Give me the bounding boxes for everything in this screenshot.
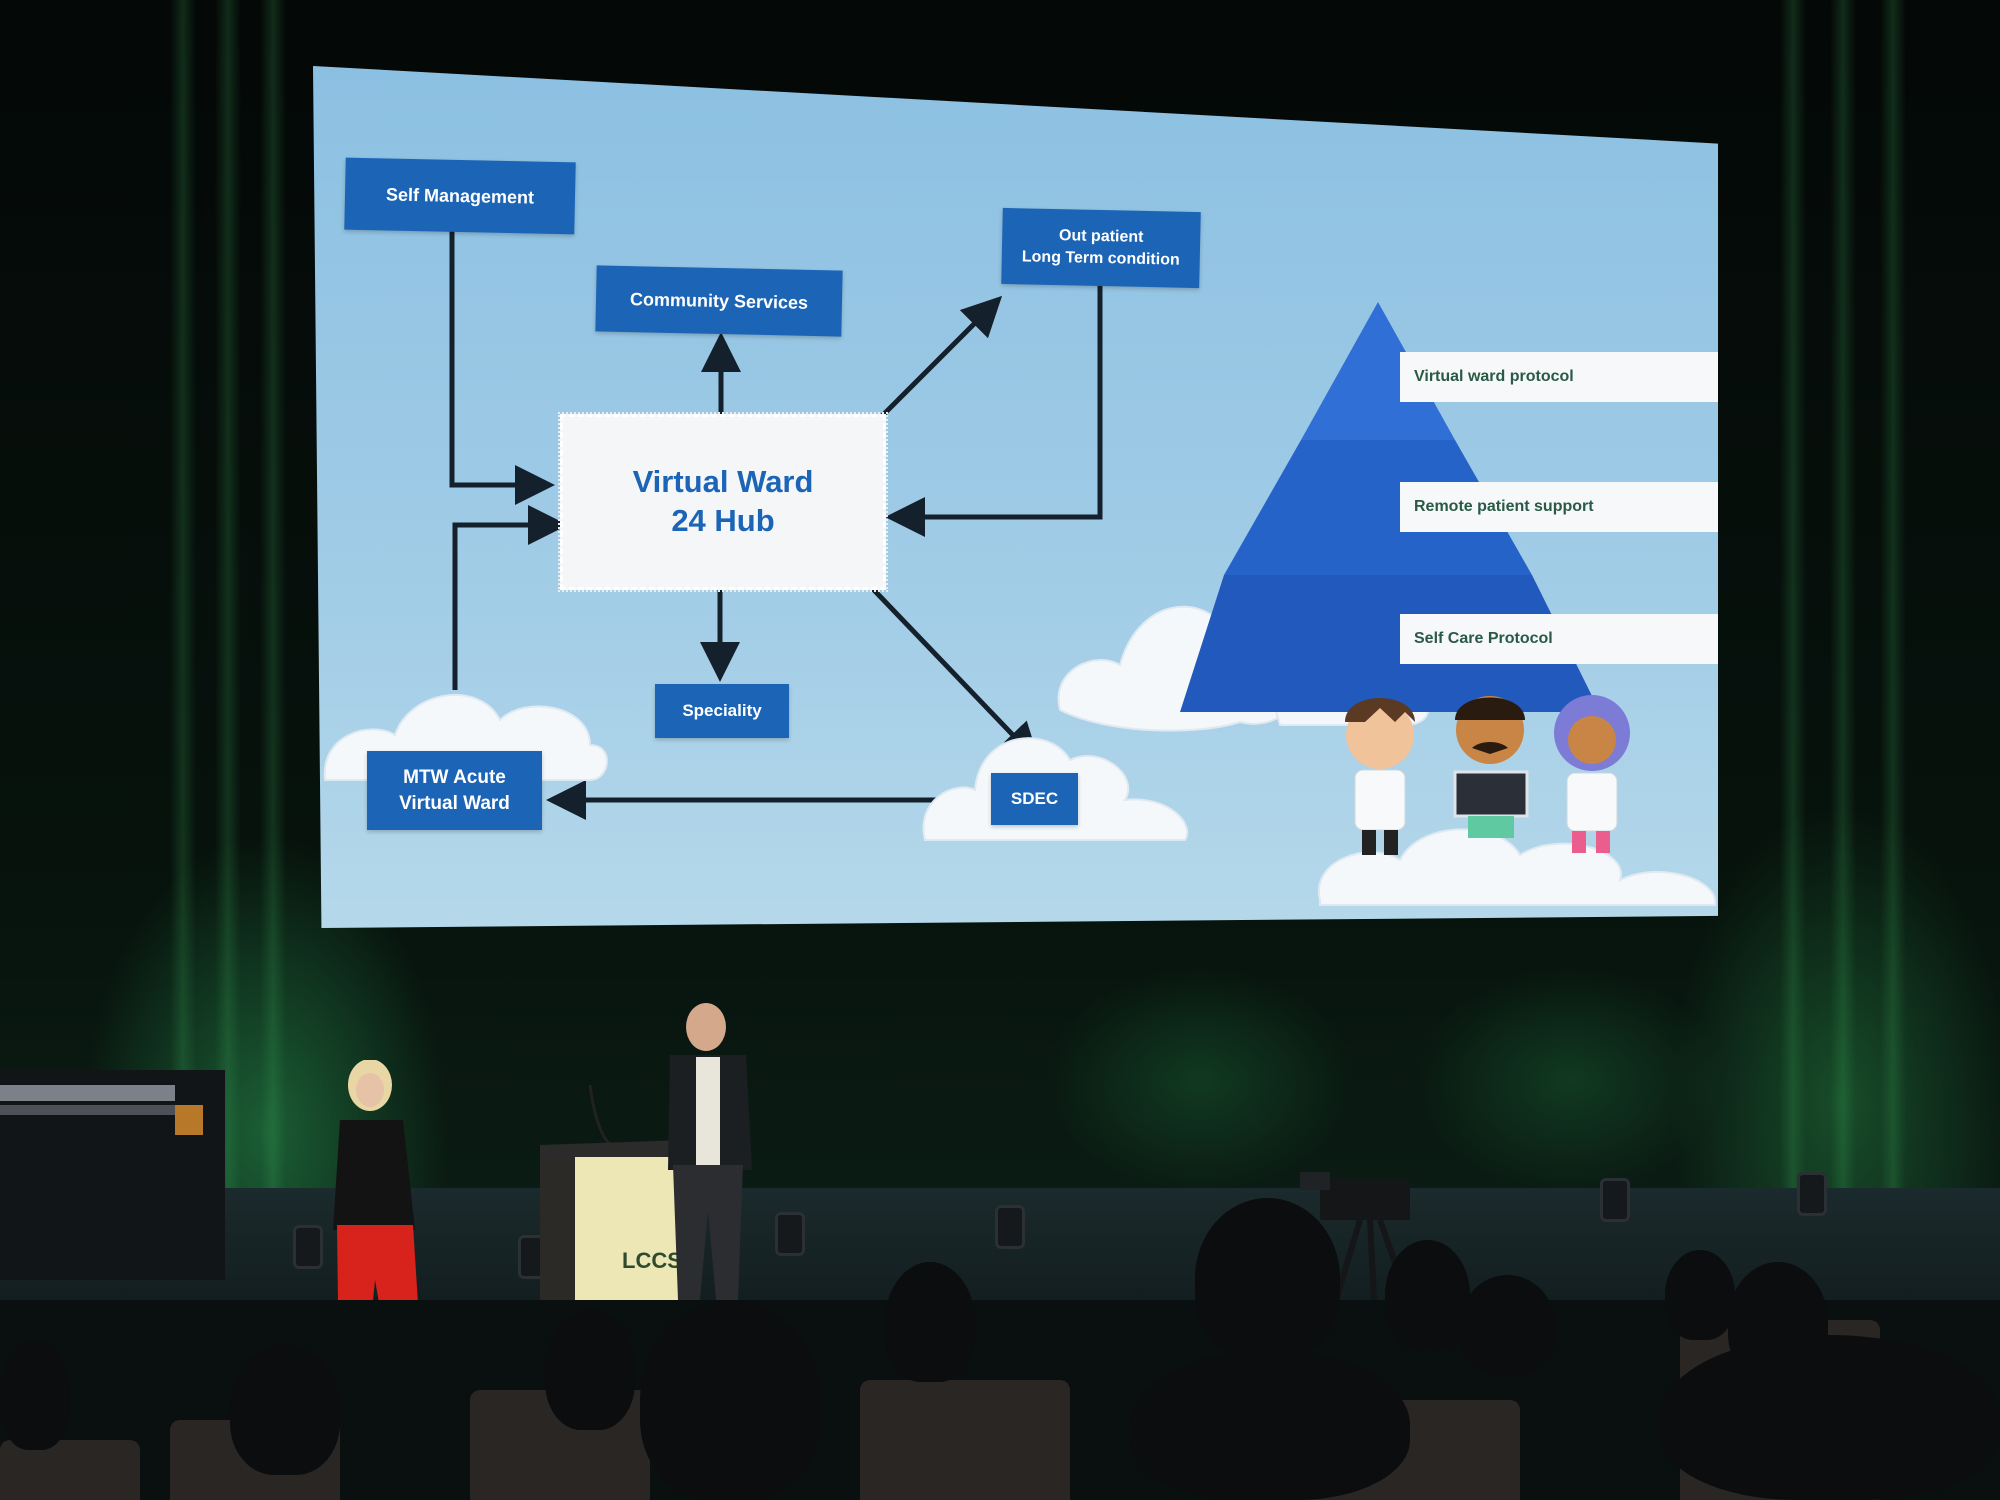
pyramid-label-text: Remote patient support	[1414, 498, 1594, 515]
stage-light	[293, 1225, 323, 1269]
organ-instrument	[0, 1070, 225, 1280]
seat	[0, 1440, 140, 1500]
audience-torso	[1130, 1350, 1410, 1500]
podium-logo-text: LCCS	[622, 1248, 682, 1273]
curtain-fold	[1830, 0, 1856, 1300]
audience-head	[1385, 1240, 1470, 1350]
audience-head	[230, 1345, 340, 1475]
cartoon-characters	[1345, 695, 1630, 855]
pyramid-graphic	[1180, 302, 1600, 712]
pyramid-label-text: Virtual ward protocol	[1414, 368, 1574, 385]
flow-arrows	[449, 226, 1103, 820]
community-services-label: Community Services	[629, 288, 809, 313]
audience-head	[1195, 1198, 1340, 1358]
curtain-fold	[260, 0, 286, 1300]
audience-head	[1460, 1275, 1555, 1375]
out-patient-label-line2: Long Term condition	[1021, 248, 1180, 269]
sdec-box: SDEC	[991, 773, 1078, 825]
audience-head	[545, 1310, 635, 1430]
pyramid-label-2: Remote patient support	[1400, 482, 1718, 532]
stage-light	[995, 1205, 1025, 1249]
curtain-fold	[1880, 0, 1906, 1300]
speciality-box: Speciality	[655, 684, 789, 738]
sdec-label: SDEC	[1010, 788, 1059, 808]
pyramid-label-text: Self Care Protocol	[1414, 630, 1553, 647]
community-services-box: Community Services	[595, 265, 843, 337]
speciality-label: Speciality	[682, 700, 762, 720]
stage-light	[1600, 1178, 1630, 1222]
mtw-label-line1: MTW Acute	[403, 766, 506, 788]
pyramid-label-3: Self Care Protocol	[1400, 614, 1718, 664]
mtw-label-line2: Virtual Ward	[399, 792, 510, 814]
audience-head	[0, 1340, 70, 1450]
self-management-box: Self Management	[344, 157, 576, 235]
presenter-man	[668, 1003, 752, 1300]
out-patient-label-line1: Out patient	[1058, 227, 1144, 247]
out-patient-box: Out patient Long Term condition	[1001, 207, 1201, 289]
self-management-label: Self Management	[385, 184, 535, 208]
stage-light	[1797, 1172, 1827, 1216]
hub-title-line2: 24 Hub	[671, 503, 775, 538]
hub-title-line1: Virtual Ward	[632, 464, 814, 500]
audience-head	[1660, 1335, 2000, 1500]
seat	[860, 1380, 1070, 1500]
mtw-acute-virtual-ward-box: MTW Acute Virtual Ward	[367, 751, 542, 830]
audience-head	[640, 1300, 820, 1500]
curtain-fold	[1780, 0, 1806, 1300]
stage-light	[775, 1212, 805, 1256]
virtual-ward-hub-box: Virtual Ward 24 Hub	[558, 412, 888, 592]
audience-head	[885, 1262, 975, 1382]
video-camera	[1300, 1172, 1418, 1321]
audience-head	[1665, 1250, 1735, 1340]
pyramid-label-1: Virtual ward protocol	[1400, 352, 1718, 402]
